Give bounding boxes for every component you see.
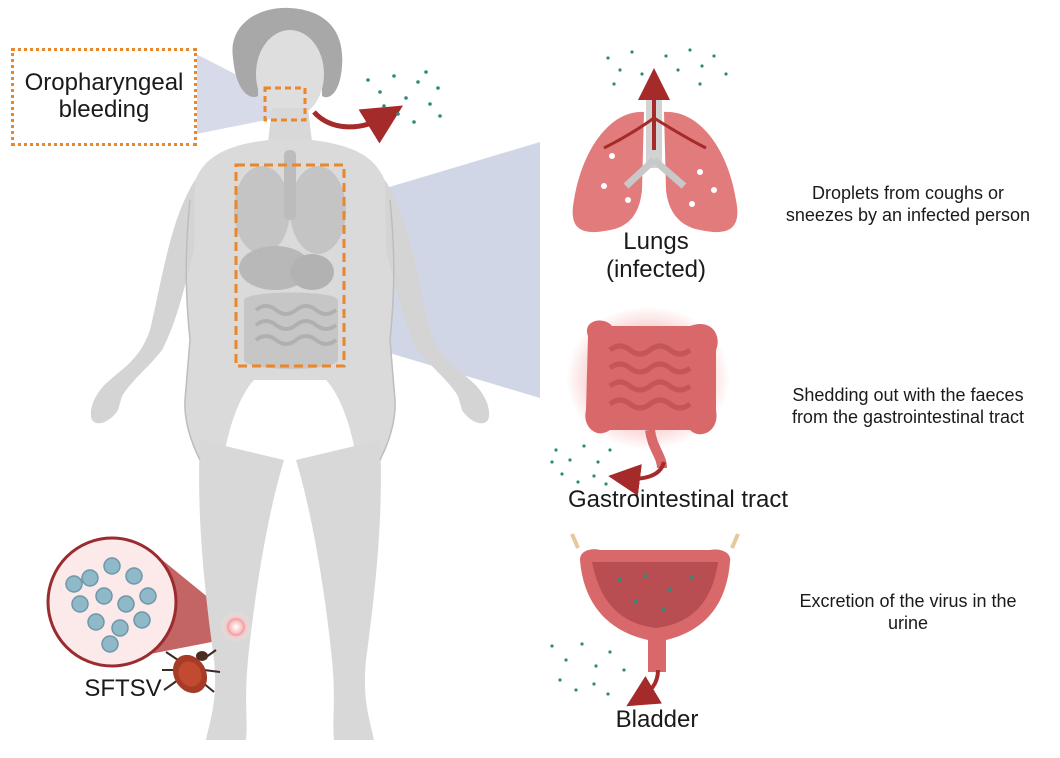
- virus-particles-icon: [48, 538, 176, 666]
- lungs-label-line2: (infected): [606, 256, 706, 283]
- lungs-icon: [573, 84, 738, 232]
- mouth-droplet-arrow: [314, 112, 386, 127]
- lungs-description-line1: Droplets from coughs or: [812, 183, 1004, 203]
- lungs-description: Droplets from coughs or sneezes by an in…: [758, 182, 1058, 226]
- intestine-icon: [566, 306, 730, 468]
- mouth-droplets-icon: [366, 70, 442, 124]
- gi-tract-label: Gastrointestinal tract: [556, 486, 800, 514]
- lungs-label-line1: Lungs: [623, 228, 688, 255]
- oropharyngeal-label-line2: bleeding: [59, 96, 150, 123]
- bladder-droplets-icon: [550, 642, 625, 695]
- oropharyngeal-label: Oropharyngeal bleeding: [14, 69, 194, 123]
- oropharyngeal-label-line1: Oropharyngeal: [25, 69, 184, 96]
- lungs-label: Lungs (infected): [586, 228, 726, 284]
- tick-icon: [162, 649, 220, 700]
- bite-site-marker: [220, 611, 252, 643]
- urine-arrow: [640, 670, 658, 698]
- lung-droplets-icon: [606, 48, 727, 85]
- sftsv-label: SFTSV: [78, 675, 168, 703]
- bladder-description: Excretion of the virus in the urine: [766, 590, 1050, 634]
- bladder-icon: [572, 534, 738, 672]
- bladder-description-line1: Excretion of the virus in the: [799, 591, 1016, 611]
- gi-description-line2: from the gastrointestinal tract: [792, 407, 1024, 427]
- gi-droplets-icon: [550, 444, 611, 485]
- bladder-label: Bladder: [590, 706, 724, 734]
- gi-description-line1: Shedding out with the faeces: [792, 385, 1023, 405]
- gi-tract-description: Shedding out with the faeces from the ga…: [758, 384, 1058, 428]
- oropharyngeal-callout: Oropharyngeal bleeding: [11, 48, 197, 146]
- lungs-description-line2: sneezes by an infected person: [786, 205, 1030, 225]
- bladder-description-line2: urine: [888, 613, 928, 633]
